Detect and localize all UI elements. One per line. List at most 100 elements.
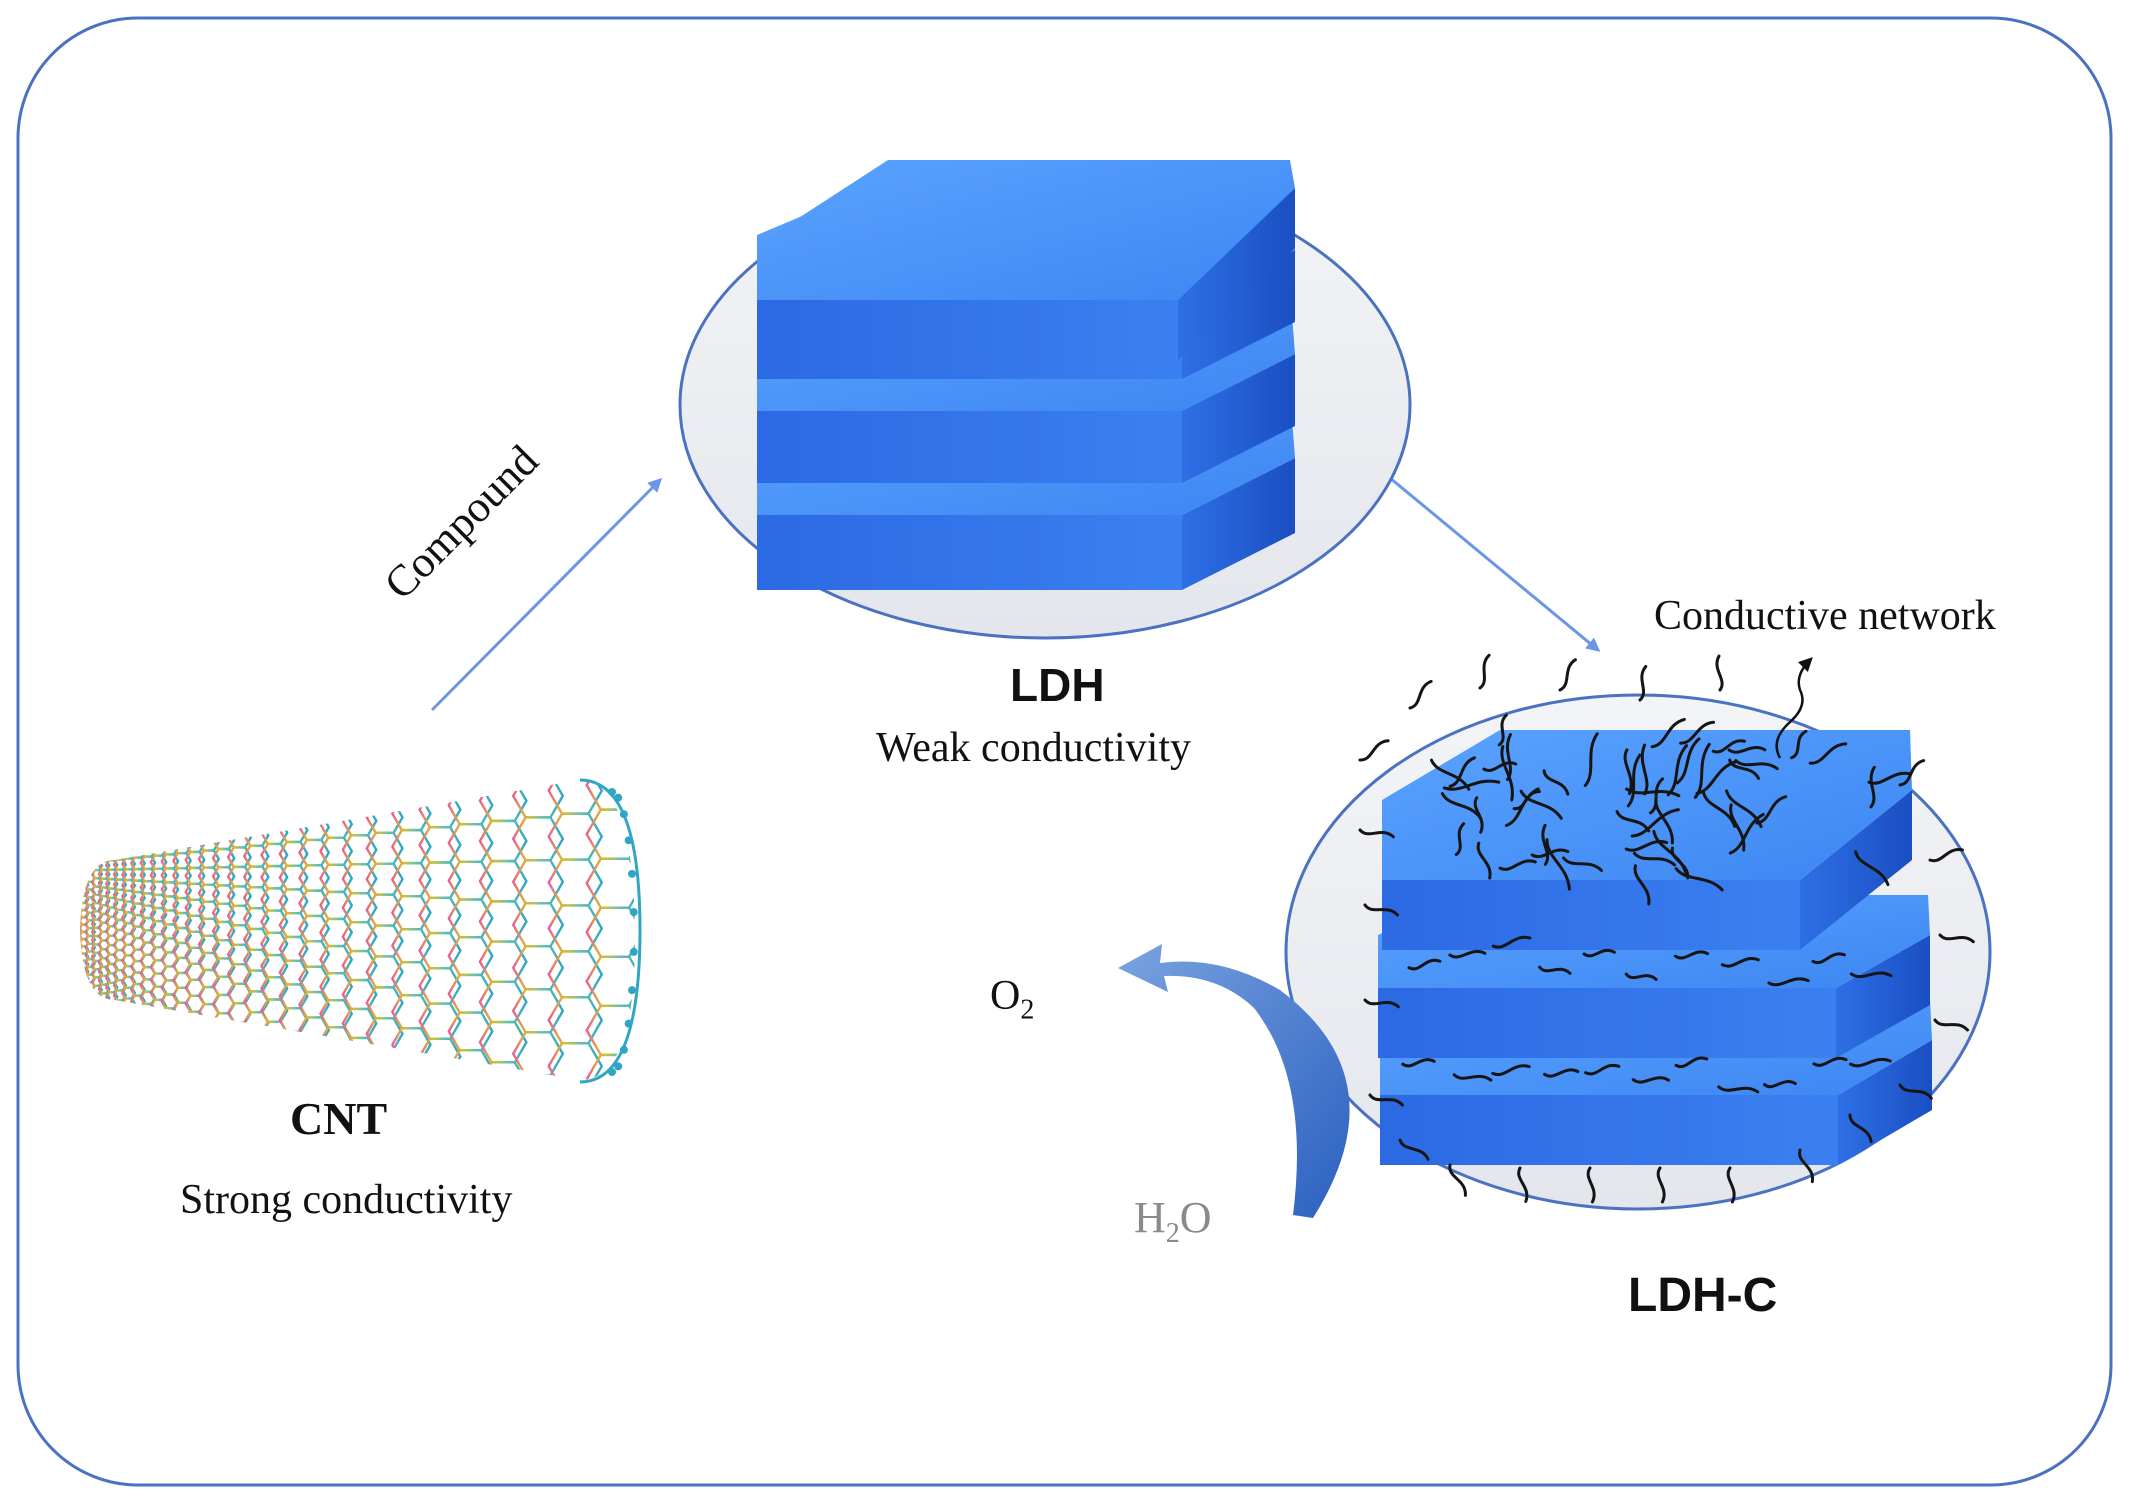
cnt-atom: [629, 908, 638, 917]
cnt-subtitle: Strong conductivity: [180, 1177, 513, 1223]
cnt-hex-cell: [587, 1104, 644, 1153]
fiber-strand: [1656, 1166, 1666, 1204]
cnt-hex-cell: [478, 1061, 528, 1080]
fiber-strand: [1358, 828, 1395, 839]
plate-front-face: [1382, 880, 1800, 950]
ldh-plate-top: [757, 160, 1295, 360]
fiber-strand: [1720, 957, 1760, 968]
cnt-hex-cell: [80, 981, 90, 992]
fiber-strand: [1763, 1080, 1797, 1089]
fiber-strand: [1363, 998, 1400, 1009]
fiber-strand: [1679, 720, 1716, 745]
cnt-hex-cell: [80, 858, 90, 868]
cnt-hex-cell: [341, 780, 378, 808]
cnt-hex-cell: [112, 838, 128, 851]
fiber-strand: [1811, 952, 1846, 965]
cnt-hex-cell: [549, 722, 602, 768]
cnt-hex-cell: [418, 1072, 462, 1080]
fiber-strand: [1632, 851, 1677, 867]
plate-right-face: [1182, 250, 1295, 379]
cnt-hex-cell: [449, 1088, 493, 1126]
cnt-hex-cell: [80, 995, 90, 1006]
cnt-hex-cell: [226, 807, 253, 830]
cnt-atom: [628, 986, 637, 995]
cnt-hex-cell: [242, 802, 270, 827]
cnt-hex-cell: [160, 825, 180, 842]
fiber-strand: [1498, 859, 1537, 871]
cnt-hex-cell: [319, 782, 354, 812]
fiber-strand: [1729, 803, 1746, 852]
water-oxidation-arrow: [1118, 944, 1350, 1218]
outer-frame: [16, 16, 2113, 1487]
cnt-hex-cell: [97, 851, 111, 863]
fiber-strand: [1358, 739, 1390, 762]
ldhc-title: LDH-C: [1628, 1269, 1778, 1322]
fiber-strand: [1638, 664, 1648, 702]
cnt-hex-cell: [197, 815, 221, 835]
cnt-hex-cell: [260, 1042, 289, 1068]
ldh-title: LDH: [1010, 659, 1105, 711]
cnt-hex-cell: [90, 1001, 104, 1012]
cnt-hex-cell: [112, 1009, 128, 1022]
fiber-strand: [1440, 792, 1483, 821]
fiber-strand: [1798, 1148, 1814, 1184]
cnt-body: [80, 780, 635, 1080]
plate-front-face: [1378, 988, 1836, 1058]
fiber-strand: [1482, 761, 1518, 772]
cnt-hex-cell: [242, 1031, 270, 1056]
fiber-strand: [1541, 823, 1550, 866]
cnt-hex-cell: [298, 1041, 331, 1070]
cnt-hex-cell: [139, 1015, 157, 1030]
cnt-end-rim: [579, 778, 642, 1084]
cnt-hex-cell: [418, 780, 462, 794]
fiber-strand: [1652, 829, 1688, 875]
cnt-hex-cell: [129, 1005, 147, 1020]
fiber-strand: [1849, 971, 1893, 979]
plate-right-face: [1838, 1040, 1932, 1165]
fiber-strand: [1717, 1085, 1760, 1094]
cnt-atom: [628, 869, 637, 878]
ldhc-plate-1: [1382, 730, 1912, 950]
fiber-strand: [1674, 1056, 1709, 1069]
fiber-strand: [1398, 1138, 1430, 1161]
fiber-strand: [1491, 935, 1532, 949]
network-pointer: [1775, 657, 1813, 759]
cnt-hex-cell: [90, 844, 104, 855]
fiber-strand: [1478, 653, 1491, 690]
fiber-strand: [1517, 1166, 1529, 1204]
fiber-strand: [1442, 779, 1501, 791]
fiber-strand: [1869, 765, 1876, 809]
cnt-hex-cell: [390, 1060, 432, 1080]
cnt-hex-cell: [121, 1008, 137, 1022]
cnt-hex-cell: [149, 1011, 168, 1028]
h2o-label: H2O: [1134, 1192, 1212, 1250]
cnt-hex-cell: [97, 1001, 111, 1013]
fiber-strand: [1666, 744, 1688, 797]
fiber-strand: [1491, 1064, 1531, 1077]
cnt-hex-cell: [121, 835, 137, 850]
fiber-strand: [1558, 658, 1577, 692]
fiber-strand: [1407, 958, 1442, 971]
fiber-strand: [1504, 787, 1540, 827]
fiber-strand: [1401, 1058, 1436, 1068]
cnt-hex-cell: [447, 780, 494, 788]
fiber-strand: [1363, 903, 1399, 917]
cnt-hex-cell: [104, 849, 119, 862]
plate-right-face: [1182, 458, 1295, 590]
cnt-hex-cell: [80, 850, 90, 861]
o2-label: O2: [990, 972, 1034, 1026]
cnt-hex-cell: [478, 780, 528, 782]
fiber-strand: [1812, 1056, 1848, 1067]
fiber-strand: [1626, 753, 1642, 808]
fiber-strand: [1542, 769, 1570, 796]
plate-right-face: [1836, 935, 1930, 1058]
h2o-subscript: 2: [1165, 1217, 1180, 1249]
cnt-hex-cell: [112, 999, 128, 1012]
cnt-hex-cell: [97, 842, 111, 854]
cnt-nanotube-icon: [80, 722, 644, 1153]
fiber-strand: [1654, 796, 1674, 845]
conductive-network-label: Conductive network: [1654, 593, 1996, 639]
fiber-strand: [1519, 789, 1563, 820]
